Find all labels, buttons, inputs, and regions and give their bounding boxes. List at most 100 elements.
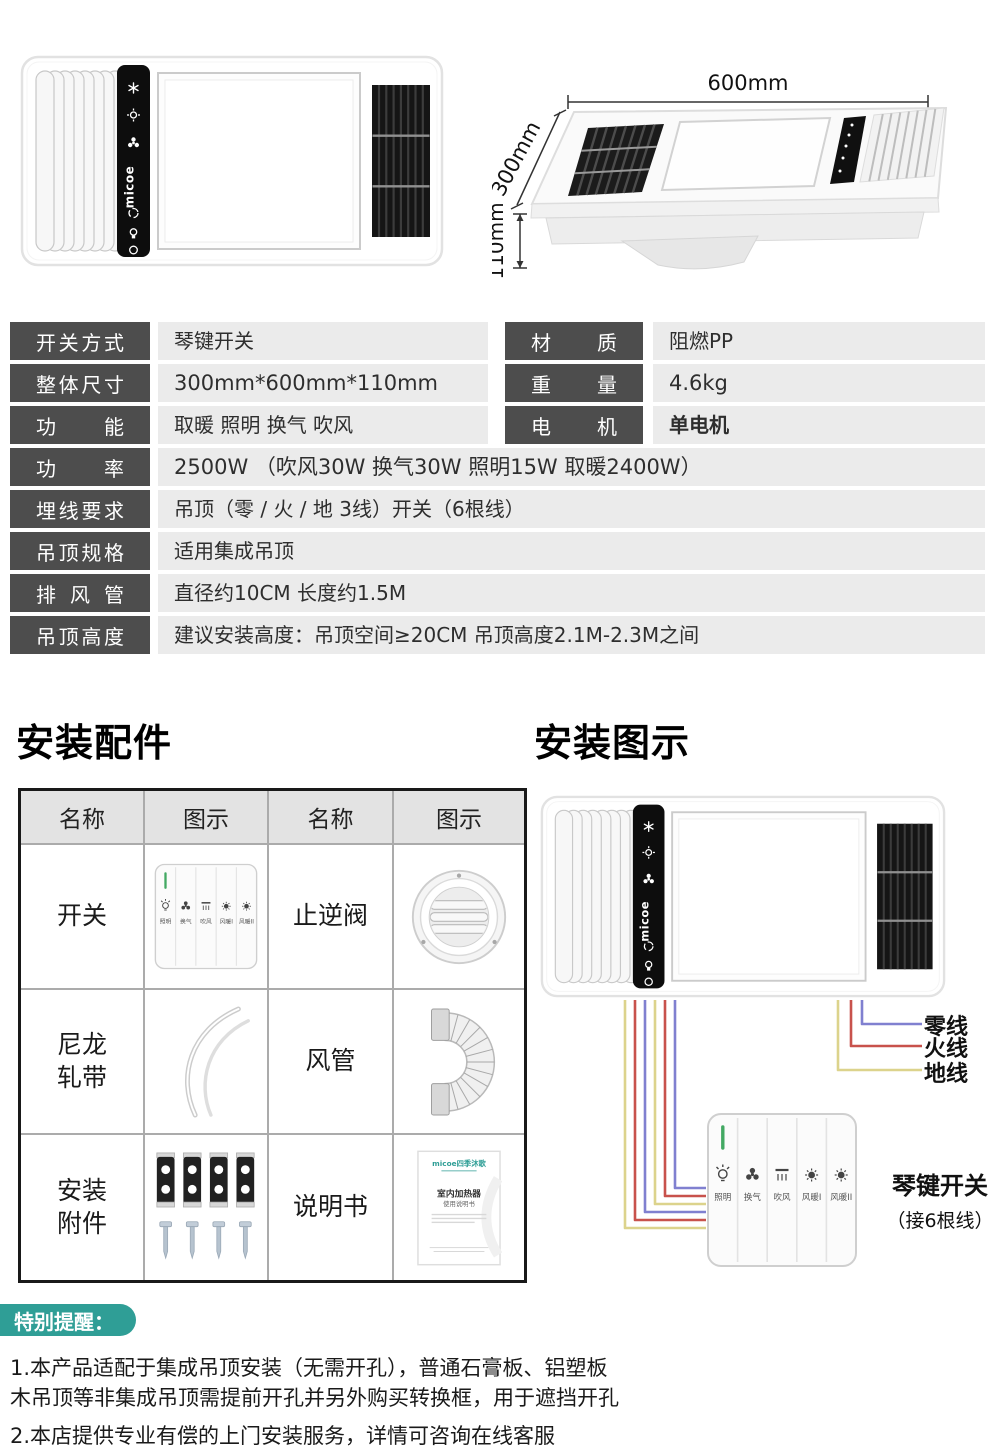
accessory-name: 风管 — [269, 990, 394, 1135]
dimension-width-label: 600mm — [708, 71, 789, 95]
switch-caption: 琴键开关 （接6根线） — [880, 1166, 990, 1233]
spec-value: 直径约10CM 长度约1.5M — [158, 574, 985, 612]
notice-text-2: 2.本店提供专业有偿的上门安装服务，详情可咨询在线客服 — [10, 1424, 556, 1446]
switch-key-label: 换气 — [180, 917, 192, 925]
accessory-name: 说明书 — [269, 1135, 394, 1280]
heater-perspective-image: 600mm — [492, 71, 948, 280]
heat-icon — [128, 82, 139, 94]
spec-value: 取暖 照明 换气 吹风 — [158, 406, 488, 444]
brand-logo: micoe — [123, 166, 137, 209]
body-housing — [545, 211, 925, 245]
ground-wire — [836, 1000, 922, 1072]
brand-logo: micoe — [638, 901, 652, 942]
notice-badge: 特别提醒： — [0, 1304, 136, 1336]
accessory-name: 安装附件 — [21, 1135, 145, 1280]
spec-label: 开关方式 — [10, 322, 150, 360]
neutral-wire — [643, 1000, 706, 1214]
neutral-wire — [860, 1000, 922, 1026]
switch-key-label: 风暖I — [802, 1193, 822, 1203]
neutral-wire — [673, 1000, 706, 1190]
table-header-cell: 图示 — [145, 791, 269, 845]
manual-title: 室内加热器 — [437, 1187, 481, 1199]
accessory-image-switch: 照明 换气 吹风 风暖I 风暖II — [145, 845, 269, 990]
heater-front-view-image: micoe — [20, 55, 444, 267]
heater-grille — [372, 85, 430, 237]
spec-label: 吊顶高度 — [10, 616, 150, 654]
cycle-icon — [128, 207, 139, 219]
blower-icon — [775, 1168, 789, 1181]
spec-label: 整体尺寸 — [10, 364, 150, 402]
dimension-depth-label: 300mm — [492, 117, 545, 200]
wire-label-neutral: 零线 — [924, 1015, 969, 1040]
switch-key-label: 吹风 — [773, 1192, 791, 1203]
ground-wire — [653, 1000, 706, 1206]
switch-panel-thumb: 照明 换气 吹风 风暖I 风暖II — [154, 863, 258, 970]
accessory-image-mounting-hardware — [145, 1135, 269, 1280]
fan-icon — [181, 901, 191, 910]
bulb-icon — [129, 228, 138, 239]
ground-wire — [623, 1000, 706, 1230]
switch-caption-title: 琴键开关 — [892, 1172, 988, 1200]
bulb-icon — [716, 1164, 730, 1182]
notice-text-1b: 木吊顶等非集成吊顶需提前开孔并另外购买转换框，用于遮挡开孔 — [10, 1386, 619, 1410]
spec-value: 4.6kg — [653, 364, 985, 402]
heater-grille — [877, 823, 933, 970]
install-section-title: 安装图示 — [534, 721, 691, 765]
sun-icon — [221, 901, 231, 911]
dimension-height-label: 110mm — [492, 202, 508, 279]
fan-icon — [746, 1167, 759, 1180]
accessory-image-manual: micoe四季沐歌 室内加热器 使用说明书 — [394, 1135, 524, 1280]
switch-key-label: 换气 — [744, 1192, 762, 1203]
nylon-ties-image — [185, 1006, 250, 1117]
power-button-icon — [129, 245, 138, 255]
manual-brand: micoe四季沐歌 — [432, 1158, 486, 1167]
control-strip: micoe — [117, 65, 150, 257]
spec-label: 材质 — [505, 322, 643, 360]
fan-icon — [128, 137, 139, 148]
spec-label: 吊顶规格 — [10, 532, 150, 570]
accessories-table: 名称 图示 名称 图示 开关 — [18, 788, 527, 1283]
sun-icon — [834, 1168, 848, 1182]
notice-text-1a: 1.本产品适配于集成吊顶安装（无需开孔），普通石膏板、铝塑板 — [10, 1356, 608, 1380]
bulb-icon — [160, 899, 171, 911]
light-panel-top — [660, 116, 832, 192]
air-duct-image — [431, 1007, 496, 1116]
accessories-section-title: 安装配件 — [16, 721, 173, 765]
manual-subtitle: 使用说明书 — [443, 1199, 475, 1208]
mounting-hardware-image — [156, 1152, 255, 1260]
sun-icon — [805, 1168, 819, 1182]
duct-dome — [620, 235, 759, 270]
switch-caption-note: （接6根线） — [886, 1210, 990, 1232]
accessory-name: 尼龙轧带 — [21, 990, 145, 1135]
switch-key-label: 照明 — [714, 1193, 731, 1203]
switch-key-label: 风暖I — [220, 917, 234, 925]
manual-image: micoe四季沐歌 室内加热器 使用说明书 — [417, 1150, 502, 1265]
height-dimension-line — [513, 213, 527, 269]
depth-dimension-line — [510, 109, 567, 210]
accessory-image-check-valve — [394, 845, 524, 990]
control-strip: micoe — [632, 804, 665, 989]
spec-value: 建议安装高度：吊顶空间≥20CM 吊顶高度2.1M-2.3M之间 — [158, 616, 985, 654]
control-strip-top — [830, 116, 866, 184]
spec-value: 2500W （吹风30W 换气30W 照明15W 取暖2400W） — [158, 448, 985, 486]
switch-key-label: 照明 — [160, 918, 172, 925]
grille-top — [568, 124, 664, 196]
spec-value: 阻燃PP — [653, 322, 985, 360]
accessory-image-air-duct — [394, 990, 524, 1135]
switch-key-label: 风暖II — [239, 917, 254, 925]
accessory-image-nylon-ties — [145, 990, 269, 1135]
spec-label: 功率 — [10, 448, 150, 486]
install-product-image: micoe — [540, 795, 946, 998]
live-wire — [849, 1000, 922, 1048]
sun-icon — [242, 901, 251, 911]
check-valve-image — [411, 869, 507, 964]
light-icon — [127, 108, 140, 122]
accessory-name: 止逆阀 — [269, 845, 394, 990]
live-wire — [633, 1000, 706, 1222]
table-header-cell: 名称 — [269, 791, 394, 845]
spec-value: 单电机 — [653, 406, 985, 444]
wire-label-live: 火线 — [924, 1037, 969, 1062]
spec-label: 排风管 — [10, 574, 150, 612]
width-dimension-line — [567, 95, 929, 109]
